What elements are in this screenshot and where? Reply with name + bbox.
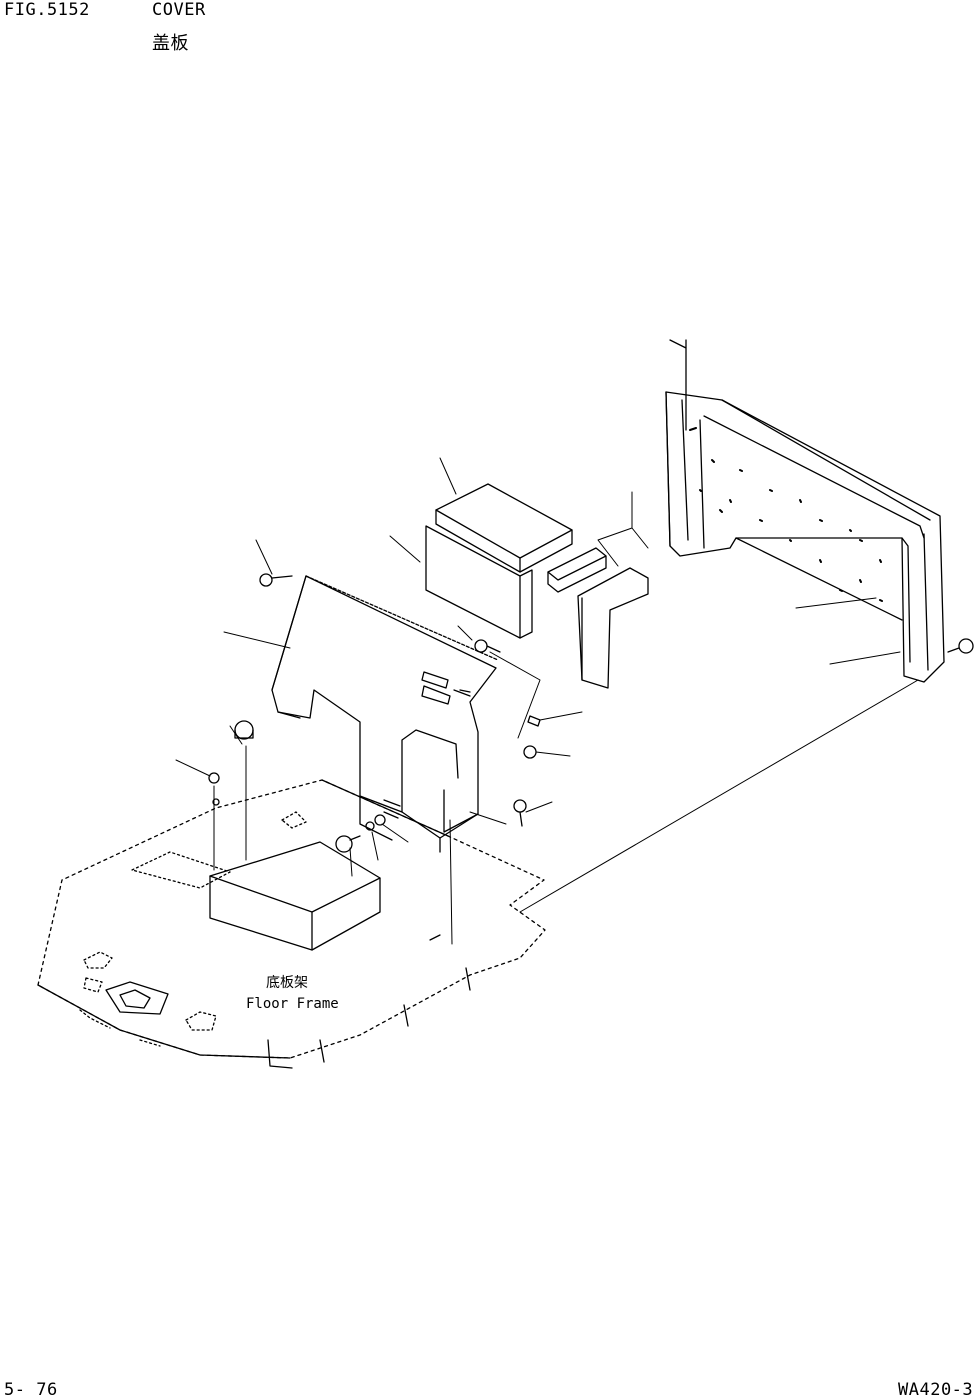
floor-frame-label-en: Floor Frame	[246, 996, 339, 1012]
title-english: COVER	[152, 0, 206, 20]
model-number: WA420-3	[898, 1380, 974, 1400]
cover-panel-left	[271, 575, 499, 853]
leader-lines	[175, 339, 919, 945]
floor-frame	[37, 779, 546, 1069]
figure-number: FIG.5152	[4, 0, 90, 20]
pad-front	[425, 525, 533, 639]
pad-strips	[547, 547, 649, 689]
floor-frame-label-cn: 底板架	[266, 975, 308, 991]
page-number: 5- 76	[4, 1380, 58, 1400]
title-chinese: 盖板	[152, 33, 189, 54]
pad-top	[435, 483, 573, 573]
rear-panel	[665, 339, 945, 683]
fasteners	[208, 573, 974, 853]
